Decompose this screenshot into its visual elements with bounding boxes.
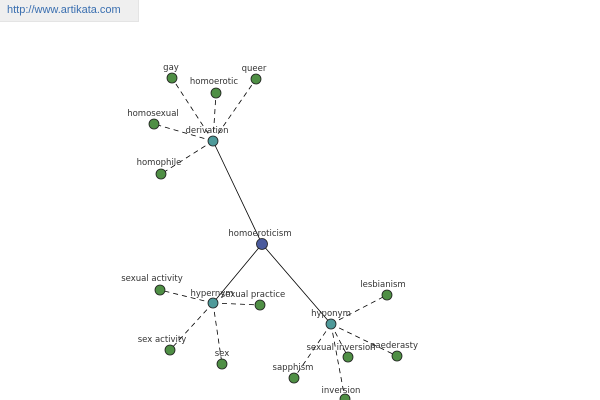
edge-hypernym-sexual-activity	[159, 289, 214, 304]
node-circle-homosexual[interactable]	[148, 118, 160, 130]
edge-hyponym-paederasty	[330, 323, 398, 357]
node-label-sexual-inversion: sexual inversion	[306, 343, 375, 353]
edge-homoeroticism-hyponym	[261, 243, 332, 325]
edge-homoeroticism-hypernym	[212, 243, 263, 304]
edge-homoeroticism-derivation	[212, 140, 263, 245]
node-sexual-practice[interactable]: sexual practice	[221, 290, 286, 311]
edge-hypernym-sex-activity	[169, 302, 214, 351]
node-circle-sex[interactable]	[216, 358, 228, 370]
node-sapphism[interactable]: sapphism	[273, 363, 314, 384]
edge-derivation-gay	[171, 77, 214, 142]
edge-hyponym-lesbianism	[330, 294, 388, 325]
edge-hypernym-sexual-practice	[212, 302, 261, 306]
node-circle-derivation[interactable]	[207, 135, 219, 147]
edge-hyponym-sapphism	[293, 323, 332, 379]
node-circle-gay[interactable]	[166, 72, 178, 84]
edge-derivation-homophile	[160, 140, 214, 175]
node-label-hypernym: hypernym	[190, 289, 233, 299]
edge-hyponym-inversion	[330, 323, 346, 400]
node-circle-hyponym[interactable]	[325, 318, 337, 330]
node-label-homophile: homophile	[137, 158, 182, 168]
edge-derivation-queer	[212, 78, 257, 142]
node-layer: homoeroticism derivation hypernym hyponym ga…	[121, 63, 418, 400]
node-label-hyponym: hyponym	[311, 309, 351, 319]
node-circle-paederasty[interactable]	[391, 350, 403, 362]
node-circle-homoerotic[interactable]	[210, 87, 222, 99]
node-label-sex-activity: sex activity	[138, 335, 187, 345]
node-circle-hypernym[interactable]	[207, 297, 219, 309]
node-homosexual[interactable]: homosexual	[127, 109, 179, 130]
edge-derivation-homoerotic	[212, 92, 217, 142]
node-lesbianism[interactable]: lesbianism	[360, 280, 406, 301]
node-circle-sexual-practice[interactable]	[254, 299, 266, 311]
node-paederasty[interactable]: paederasty	[370, 341, 418, 362]
node-label-homosexual: homosexual	[127, 109, 179, 119]
node-label-queer: queer	[242, 64, 267, 74]
node-circle-queer[interactable]	[250, 73, 262, 85]
node-sex[interactable]: sex	[215, 349, 230, 370]
node-hyponym[interactable]: hyponym	[311, 309, 351, 330]
node-circle-sexual-inversion[interactable]	[342, 351, 354, 363]
node-circle-homophile[interactable]	[155, 168, 167, 180]
node-label-sapphism: sapphism	[273, 363, 314, 373]
node-circle-homoeroticism[interactable]	[256, 238, 268, 250]
node-label-sexual-activity: sexual activity	[121, 274, 183, 284]
node-circle-inversion[interactable]	[339, 393, 351, 400]
edge-derivation-homosexual	[153, 123, 214, 142]
node-sexual-inversion[interactable]: sexual inversion	[306, 343, 376, 363]
node-label-sex: sex	[215, 349, 230, 359]
node-circle-sex-activity[interactable]	[164, 344, 176, 356]
edge-hypernym-sex	[212, 302, 223, 365]
node-label-sexual-practice: sexual practice	[221, 290, 286, 300]
node-homoerotic[interactable]: homoerotic	[190, 77, 239, 99]
node-sexual-activity[interactable]: sexual activity	[121, 274, 183, 296]
node-label-homoeroticism: homoeroticism	[228, 229, 291, 239]
node-label-inversion: inversion	[322, 386, 361, 396]
node-label-homoerotic: homoerotic	[190, 77, 239, 87]
node-label-derivation: derivation	[185, 126, 228, 136]
url-banner: http://www.artikata.com	[0, 0, 139, 22]
edge-layer	[153, 77, 398, 400]
node-gay[interactable]: gay	[163, 63, 179, 84]
node-hypernym[interactable]: hypernym	[190, 289, 234, 309]
node-label-paederasty: paederasty	[370, 341, 418, 351]
node-label-gay: gay	[163, 63, 179, 73]
node-circle-sapphism[interactable]	[288, 372, 300, 384]
site-url-link[interactable]: http://www.artikata.com	[7, 4, 121, 16]
node-derivation[interactable]: derivation	[185, 126, 229, 147]
node-homophile[interactable]: homophile	[137, 158, 182, 180]
node-inversion[interactable]: inversion	[322, 386, 361, 400]
node-sex-activity[interactable]: sex activity	[138, 335, 187, 356]
node-circle-sexual-activity[interactable]	[154, 284, 166, 296]
node-homoeroticism[interactable]: homoeroticism	[228, 229, 292, 250]
node-queer[interactable]: queer	[242, 64, 267, 85]
node-label-lesbianism: lesbianism	[360, 280, 405, 290]
edge-hyponym-sexual-inversion	[330, 323, 349, 358]
node-circle-lesbianism[interactable]	[381, 289, 393, 301]
